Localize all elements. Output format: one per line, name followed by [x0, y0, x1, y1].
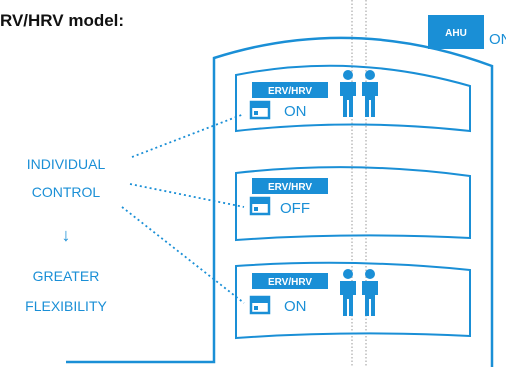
diagram-title: RV/HRV model: [0, 11, 124, 30]
room-3-outline [235, 261, 471, 340]
room-1-status: ON [284, 103, 307, 120]
people-icon [340, 70, 378, 117]
room-2-badge [252, 178, 328, 194]
ahu-unit [428, 15, 484, 49]
room-3-status: ON [284, 298, 307, 315]
thermostat-icon [249, 100, 271, 120]
room-1-badge [252, 82, 328, 98]
room-2-unit-label: ERV/HRV [268, 182, 312, 193]
room-3: ERV/HRV ON [235, 261, 471, 340]
room-3-unit-label: ERV/HRV [268, 277, 312, 288]
connector-line-room-1 [131, 113, 245, 158]
room-1-unit-label: ERV/HRV [268, 86, 312, 97]
ahu-label: AHU [445, 28, 467, 39]
connector-line-room-3 [121, 206, 245, 304]
room-2-status: OFF [280, 200, 310, 217]
thermostat-icon [249, 196, 271, 216]
people-icon [340, 269, 378, 316]
room-3-badge [252, 273, 328, 289]
room-2: ERV/HRV OFF [235, 166, 471, 242]
ahu-status: ON [489, 31, 506, 48]
individual-label: INDIVIDUAL [27, 156, 106, 172]
arrow-down-icon: ↓ [62, 225, 71, 245]
greater-label: GREATER [33, 268, 100, 284]
room-1: ERV/HRV ON [235, 64, 471, 133]
control-label: CONTROL [32, 184, 101, 200]
connector-line-room-2 [129, 183, 245, 208]
room-2-outline [235, 166, 471, 242]
building-outline [66, 36, 494, 367]
flexibility-label: FLEXIBILITY [25, 298, 107, 314]
thermostat-icon [249, 295, 271, 315]
room-1-outline [235, 64, 471, 133]
